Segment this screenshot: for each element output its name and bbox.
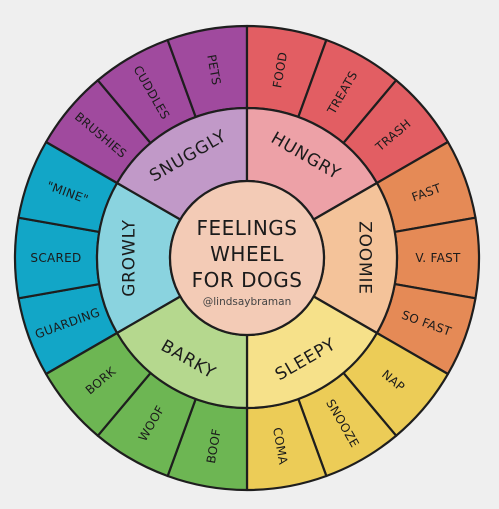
center-circle xyxy=(168,179,326,337)
center-title-line-2: WHEEL xyxy=(210,242,284,266)
item-label-hungry-0: FOOD xyxy=(270,51,290,89)
item-label-snuggly-2: PETS xyxy=(204,53,223,86)
category-label-zoomie: ZOOMIE xyxy=(355,221,375,295)
center-title-line-1: FEELINGS xyxy=(197,216,298,240)
author-handle: @lindsaybraman xyxy=(203,296,292,308)
center-title-line-3: FOR DOGS xyxy=(192,268,303,292)
item-label-zoomie-1: V. FAST xyxy=(415,251,461,265)
item-label-growly-1: SCARED xyxy=(30,251,81,265)
category-label-growly: GROWLY xyxy=(120,219,140,297)
center-disc: FEELINGS WHEEL FOR DOGS @lindsaybraman xyxy=(168,179,326,337)
item-label-sleepy-2: COMA xyxy=(270,426,290,466)
item-label-barky-0: BOOF xyxy=(204,428,224,465)
